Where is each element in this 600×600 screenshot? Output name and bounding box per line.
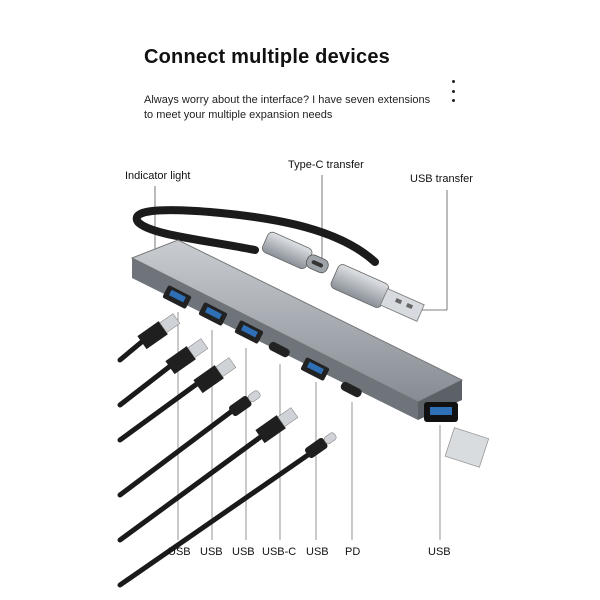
host-cable [132, 206, 379, 266]
cable-4 [117, 402, 243, 498]
subtitle-line-1: Always worry about the interface? I have… [144, 94, 431, 106]
hub-port-usb-1 [162, 285, 192, 309]
hub-body [130, 239, 464, 420]
subtitle-line-2: to meet your multiple expansion needs [144, 109, 333, 121]
port-label-usb-3: USB [232, 546, 255, 558]
cable-usbc-plug-icon [304, 432, 337, 459]
port-label-usb-1: USB [168, 546, 191, 558]
port-label-usbc: USB-C [262, 546, 297, 558]
cable-usb-plug-icon [137, 313, 181, 350]
port-label-usb-4: USB [306, 546, 329, 558]
hub-port-usb-4 [300, 357, 330, 381]
typec-plug-icon [261, 231, 329, 274]
usb-stick-icon [444, 427, 490, 468]
kebab-menu-icon[interactable] [446, 80, 460, 102]
callout-usb-transfer: USB transfer [410, 173, 473, 185]
callout-indicator-light: Indicator light [125, 170, 191, 182]
hub-port-usb-end [424, 402, 458, 422]
hub-port-usb-2 [198, 302, 228, 326]
callout-typec-transfer: Type-C transfer [288, 159, 364, 171]
hub-port-pd [340, 381, 362, 398]
hub-port-usbc [268, 341, 290, 358]
kebab-dot [451, 80, 455, 83]
cable-usbc-plug-icon [228, 390, 261, 417]
cable-6 [117, 445, 321, 588]
page-subtitle: Always worry about the interface? I have… [144, 93, 444, 123]
kebab-dot [451, 89, 455, 93]
kebab-dot [451, 99, 455, 102]
hub-port-usb-3 [234, 320, 264, 344]
page-title: Connect multiple devices [144, 46, 390, 68]
cable-3 [117, 375, 208, 443]
cable-2 [117, 357, 181, 408]
usb-a-plug-icon [330, 264, 425, 322]
cable-usb-plug-icon [165, 338, 209, 375]
cable-usb-plug-icon [255, 407, 299, 444]
cable-usb-plug-icon [193, 357, 237, 394]
port-label-usb-end: USB [428, 546, 451, 558]
port-label-pd: PD [345, 546, 361, 558]
port-label-usb-2: USB [200, 546, 223, 558]
cable-5 [117, 427, 273, 543]
